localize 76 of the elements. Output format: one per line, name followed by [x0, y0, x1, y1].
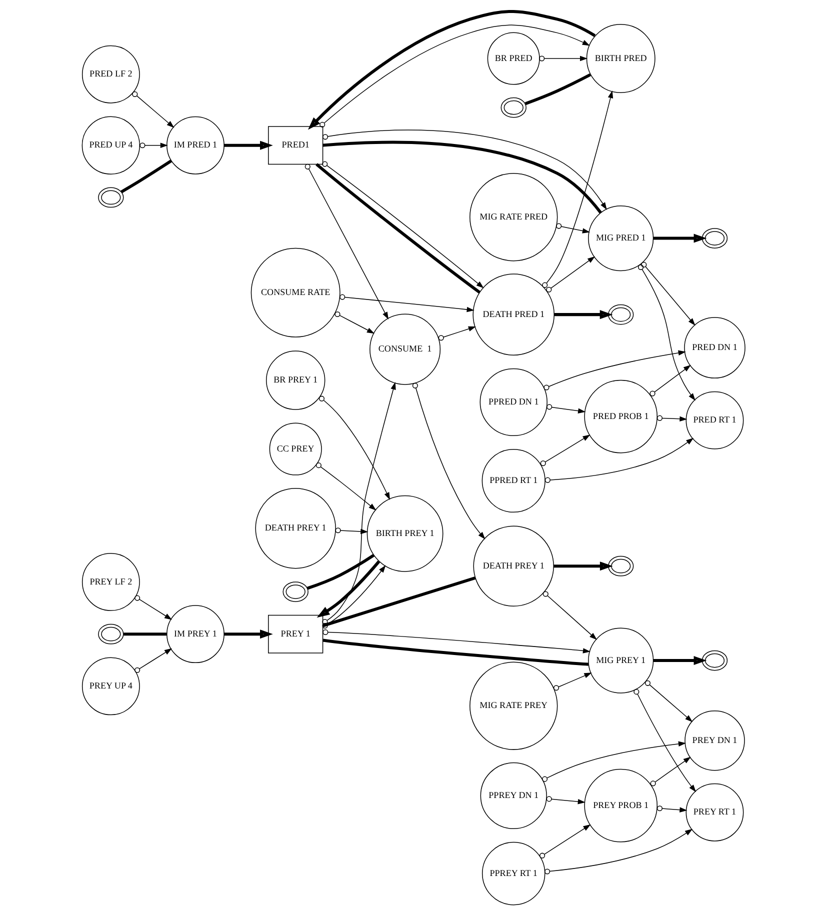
connector [322, 576, 476, 628]
arrow [546, 796, 586, 804]
node-box: PRED1 [268, 126, 324, 165]
arrow [320, 24, 590, 128]
arrow [556, 223, 590, 234]
arrow [653, 234, 707, 243]
arrow [134, 595, 172, 620]
arrow [544, 828, 693, 874]
arrow [322, 629, 591, 654]
arrow [132, 91, 174, 128]
node-circle: PRED PROB 1 [584, 380, 658, 454]
node-circle: BIRTH PRED [586, 24, 656, 93]
arrow [634, 689, 696, 792]
arrow [438, 326, 476, 341]
arrow [656, 415, 688, 422]
connector [306, 554, 375, 590]
arrow [335, 528, 368, 534]
arrow [656, 806, 688, 812]
connector [524, 73, 592, 106]
node-circle: IM PREY 1 [166, 605, 224, 664]
connector [124, 632, 167, 636]
arrow [542, 90, 614, 288]
arrow [412, 382, 486, 540]
arrow [322, 565, 386, 629]
node-circle: CONSUME 1 [370, 314, 441, 385]
arrow [224, 140, 273, 150]
arrow [653, 656, 707, 666]
arrow [334, 311, 375, 334]
arrow [542, 591, 597, 640]
node-circle: DEATH PREY 1 [255, 488, 336, 569]
connector [120, 160, 172, 194]
arrow [539, 56, 588, 62]
arrow [304, 164, 389, 320]
node-cloud [98, 624, 124, 644]
node-circle: DEATH PRED 1 [472, 274, 555, 356]
node-cloud [500, 97, 526, 118]
arrow [540, 434, 590, 466]
arrow [318, 396, 390, 500]
node-circle: PPRED DN 1 [480, 368, 548, 436]
connector [322, 638, 588, 666]
node-cloud [282, 582, 308, 602]
node-cloud [608, 304, 634, 325]
arrow [553, 672, 592, 691]
arrow [224, 630, 273, 639]
node-circle: MIG RATE PREY [470, 662, 558, 750]
node-circle: BR PRED [487, 32, 540, 85]
arrow [340, 294, 474, 312]
node-cloud [702, 228, 728, 248]
node-circle: DEATH PREY 1 [473, 526, 554, 606]
arrow [638, 264, 696, 401]
arrow [316, 462, 376, 510]
node-cloud [702, 650, 728, 671]
arrow [546, 404, 586, 414]
arrow [650, 756, 691, 786]
node-cloud [98, 187, 124, 208]
arrow [308, 10, 596, 130]
arrow [539, 824, 591, 858]
node-circle: MIG RATE PRED [470, 173, 558, 262]
arrow [546, 256, 596, 292]
arrow [554, 310, 613, 320]
arrow [650, 364, 691, 396]
node-circle: PRED UP 4 [82, 116, 140, 174]
arrow [134, 648, 172, 673]
node-cloud [608, 556, 634, 576]
arrow [544, 438, 694, 483]
arrow [542, 741, 686, 782]
arrow [316, 560, 380, 618]
arrow [644, 680, 693, 722]
arrow [554, 562, 613, 571]
arrow [544, 350, 686, 390]
arrow [140, 142, 168, 148]
arrow [322, 130, 607, 210]
arrow [322, 382, 396, 625]
connector [322, 140, 602, 214]
arrow [641, 262, 696, 326]
node-box: PREY 1 [268, 614, 324, 654]
